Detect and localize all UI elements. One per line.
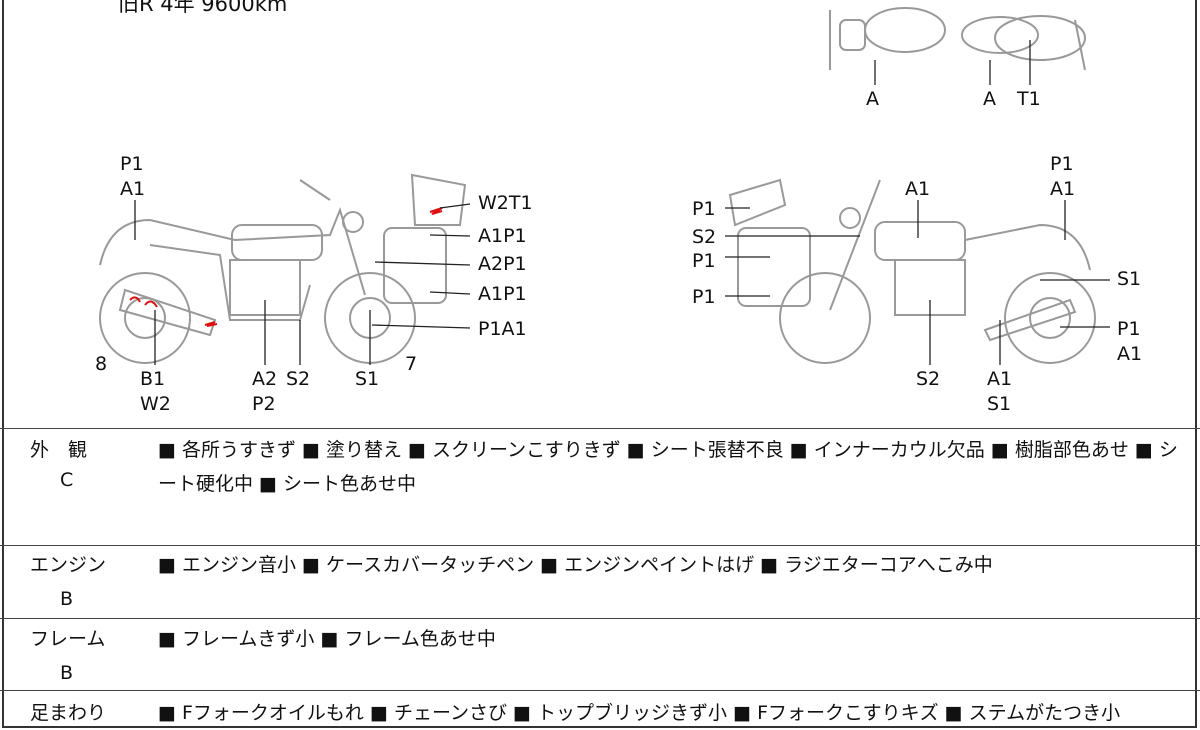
damage-label: A1	[1117, 343, 1143, 365]
damage-label: P2	[252, 393, 276, 415]
top-view-diagram	[829, 7, 1086, 71]
section-notes: ■ エンジン音小 ■ ケースカバータッチペン ■ エンジンペイントはげ ■ ラジ…	[158, 554, 993, 576]
damage-label: A1	[1050, 178, 1076, 200]
damage-label: A2	[252, 368, 278, 390]
vehicle-summary: 旧R 4年 9600km	[118, 0, 288, 16]
damage-label: B1	[140, 368, 166, 390]
divider	[0, 428, 1200, 429]
damage-label: P1A1	[478, 318, 527, 340]
damage-label: S1	[355, 368, 380, 390]
section-title: 外 観	[30, 439, 88, 461]
damage-label: P1	[120, 153, 144, 175]
section-notes: ■ Fフォークオイルもれ ■ チェーンさび ■ トップブリッジきず小 ■ Fフォ…	[158, 702, 1121, 724]
damage-label: A1	[905, 178, 931, 200]
section-notes: ■ 各所うすきず ■ 塗り替え ■ スクリーンこすりきず ■ シート張替不良 ■…	[158, 439, 1178, 495]
damage-label: 7	[405, 353, 418, 375]
damage-label: A	[983, 88, 996, 110]
damage-label: A1P1	[478, 225, 527, 247]
section-title: エンジン	[30, 554, 107, 576]
section-title: 足まわり	[30, 702, 107, 724]
damage-label: A1P1	[478, 283, 527, 305]
damage-label: S1	[987, 393, 1012, 415]
damage-label: S2	[916, 368, 941, 390]
motorcycle-diagrams	[99, 7, 1110, 365]
damage-label: T1	[1017, 88, 1041, 110]
section-grade: C	[60, 469, 74, 491]
divider	[0, 690, 1200, 691]
divider	[0, 618, 1200, 619]
damage-label: P1	[692, 286, 716, 308]
damage-label: W2	[140, 393, 171, 415]
damage-label: 8	[95, 353, 108, 375]
section-grade: B	[60, 588, 74, 610]
damage-label: S1	[1117, 268, 1142, 290]
damage-label: A1	[987, 368, 1013, 390]
damage-label: A2P1	[478, 253, 527, 275]
right-view-diagram	[728, 178, 1096, 364]
damage-label: A	[866, 88, 879, 110]
damage-label: S2	[692, 226, 717, 248]
section-grade: B	[60, 662, 74, 684]
damage-label: P1	[692, 198, 716, 220]
divider	[0, 545, 1200, 546]
damage-label: P1	[1117, 318, 1141, 340]
damage-label: A1	[120, 178, 146, 200]
damage-label: S2	[286, 368, 311, 390]
section-notes: ■ フレームきず小 ■ フレーム色あせ中	[158, 628, 496, 650]
damage-label: W2T1	[478, 192, 533, 214]
section-title: フレーム	[30, 628, 106, 650]
damage-label: P1	[692, 250, 716, 272]
damage-label: P1	[1050, 153, 1074, 175]
